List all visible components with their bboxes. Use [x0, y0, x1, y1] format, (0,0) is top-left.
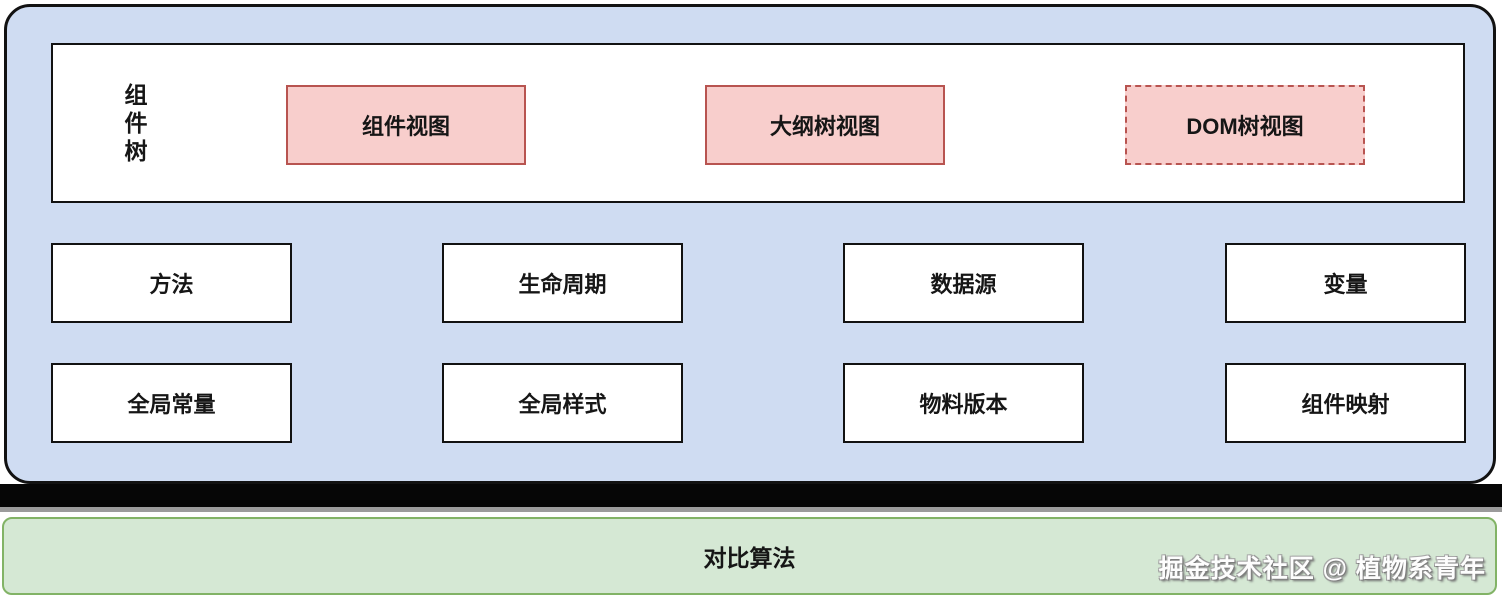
separator-bar: [0, 484, 1502, 512]
global-styles-box: 全局样式: [442, 363, 683, 443]
lifecycle-box: 生命周期: [442, 243, 683, 323]
watermark-text: 掘金技术社区 @ 植物系青年: [1158, 555, 1486, 583]
component-tree-label: 组件树: [121, 83, 147, 167]
component-mapping-box: 组件映射: [1225, 363, 1466, 443]
datasource-box: 数据源: [843, 243, 1084, 323]
dom-tree-view-box: DOM树视图: [1125, 85, 1365, 165]
schema-container-panel: 组件树 组件视图 大纲树视图 DOM树视图 方法 生命周期 数据源 变量 全局常…: [4, 4, 1496, 484]
diff-algorithm-bar: 对比算法: [2, 517, 1497, 595]
variables-box: 变量: [1225, 243, 1466, 323]
outline-tree-view-box: 大纲树视图: [705, 85, 945, 165]
component-tree-panel: 组件树 组件视图 大纲树视图 DOM树视图: [51, 43, 1465, 203]
component-view-box: 组件视图: [286, 85, 526, 165]
global-constants-box: 全局常量: [51, 363, 292, 443]
methods-box: 方法: [51, 243, 292, 323]
material-version-box: 物料版本: [843, 363, 1084, 443]
